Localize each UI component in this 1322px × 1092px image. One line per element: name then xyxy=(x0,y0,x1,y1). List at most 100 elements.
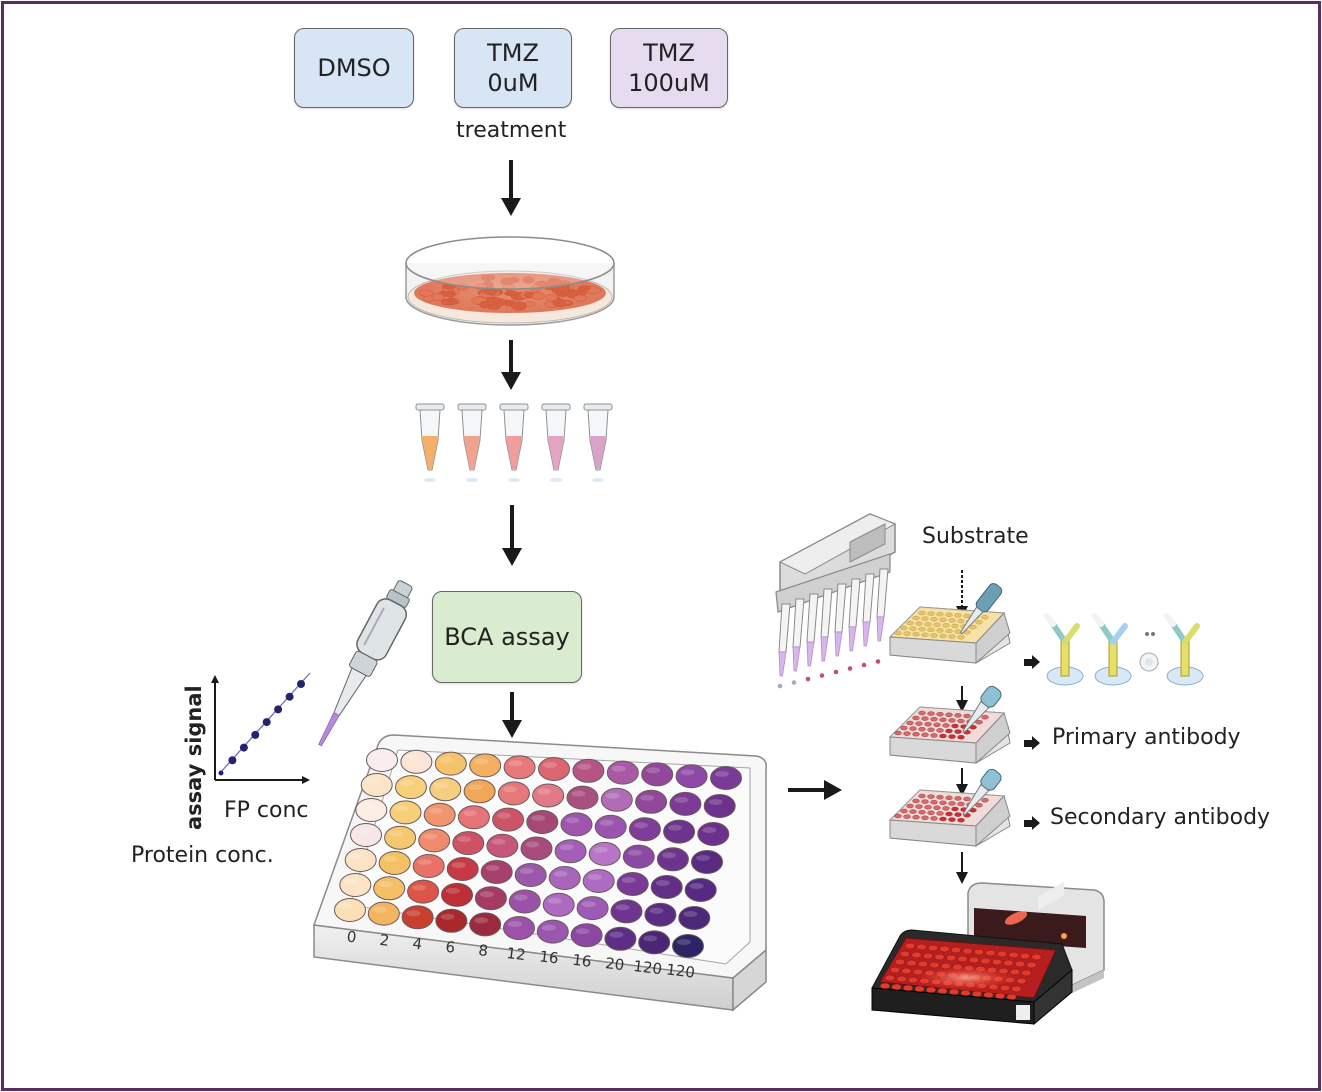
cell xyxy=(479,301,491,309)
well xyxy=(350,823,382,847)
arrow-dish-to-tubes xyxy=(501,340,521,390)
reader-well xyxy=(884,974,896,982)
elisa-well xyxy=(975,803,983,808)
elisa-well xyxy=(957,801,965,807)
substrate-label: Substrate xyxy=(922,524,1029,549)
reader-well xyxy=(1009,968,1021,976)
reader-well xyxy=(1006,993,1017,1001)
bca-assay-box: BCA assay xyxy=(432,591,582,683)
treatment-box-dmso: DMSO xyxy=(294,28,414,108)
standard-curve-xlabel: FP conc xyxy=(224,798,309,823)
elisa-well xyxy=(921,799,929,804)
elisa-well xyxy=(915,721,923,726)
well xyxy=(474,886,507,911)
well xyxy=(441,882,473,907)
pipette-channel xyxy=(791,598,805,685)
well xyxy=(344,848,377,872)
well xyxy=(520,836,553,861)
well xyxy=(669,791,702,816)
elisa-well xyxy=(945,795,953,800)
treatment-tmz100-line2: 100uM xyxy=(628,69,710,97)
reader-well xyxy=(948,988,960,996)
elisa-well xyxy=(903,814,911,819)
reader-well xyxy=(1011,985,1022,993)
pipette-channel xyxy=(819,588,833,678)
curve-point xyxy=(228,756,237,765)
antibody xyxy=(1044,613,1084,686)
elisa-well xyxy=(942,806,950,811)
well xyxy=(588,841,621,866)
elisa-well xyxy=(903,731,911,736)
plate-column-label: 120 xyxy=(632,957,663,978)
elisa-well xyxy=(921,815,929,820)
elisa-well xyxy=(945,712,953,717)
well xyxy=(572,758,605,783)
well xyxy=(412,854,445,878)
reader-well xyxy=(962,947,973,955)
well xyxy=(434,751,467,776)
well xyxy=(606,760,639,785)
well xyxy=(508,889,541,914)
cell xyxy=(431,292,445,302)
reader-well xyxy=(991,958,1003,966)
well xyxy=(697,822,730,846)
elisa-well xyxy=(948,718,956,723)
well xyxy=(684,878,717,902)
well xyxy=(638,930,671,955)
well xyxy=(576,896,609,921)
elisa-well xyxy=(939,816,947,822)
elisa-well xyxy=(948,734,956,739)
well xyxy=(429,777,462,802)
reader-well xyxy=(960,989,971,997)
reader-well xyxy=(889,966,901,974)
reader-well xyxy=(1026,961,1037,969)
elisa-well xyxy=(912,815,920,820)
elisa-well xyxy=(936,728,944,733)
well xyxy=(452,831,485,856)
elisa-well xyxy=(981,798,989,803)
cell xyxy=(419,289,434,297)
cell xyxy=(552,299,567,308)
elisa-well xyxy=(936,795,944,800)
elisa-well xyxy=(909,726,917,731)
elisa-well xyxy=(933,722,941,727)
well xyxy=(514,863,547,887)
elisa-well xyxy=(975,720,983,725)
elisa-well xyxy=(957,818,965,823)
well xyxy=(691,850,723,874)
microcentrifuge-tubes xyxy=(410,400,630,500)
elisa-well xyxy=(957,735,965,740)
plate-reader-icon xyxy=(871,881,1105,1026)
pipette-tip-icon xyxy=(962,768,1002,816)
well xyxy=(570,923,603,948)
well xyxy=(378,851,411,875)
elisa-well xyxy=(963,796,971,802)
well xyxy=(610,899,643,924)
reader-well xyxy=(901,967,912,975)
plate-column-label: 120 xyxy=(665,960,696,981)
treatment-tmz100-line1: TMZ xyxy=(643,39,695,67)
elisa-well xyxy=(930,800,938,805)
tube xyxy=(415,403,445,482)
antibody xyxy=(1092,613,1132,686)
pipette-channel xyxy=(833,583,847,675)
well xyxy=(486,833,519,858)
well xyxy=(503,755,536,780)
reader-well xyxy=(1014,960,1026,968)
well xyxy=(678,906,711,930)
well xyxy=(542,892,575,917)
elisa-well xyxy=(930,733,938,738)
well xyxy=(628,817,661,842)
arrow-to-antibody-icon xyxy=(1024,655,1040,669)
well xyxy=(480,860,513,884)
antibody xyxy=(1164,613,1204,686)
arrow-plate-to-elisa xyxy=(788,780,842,800)
plate-column-label: 8 xyxy=(477,941,489,960)
pipette-channel xyxy=(777,603,791,689)
elisa-well xyxy=(915,804,923,809)
reader-well xyxy=(925,986,937,994)
elisa-well xyxy=(900,725,908,731)
reader-well xyxy=(906,959,917,967)
primary-antibody-plate-icon xyxy=(888,685,1011,765)
curve-point xyxy=(274,705,283,714)
